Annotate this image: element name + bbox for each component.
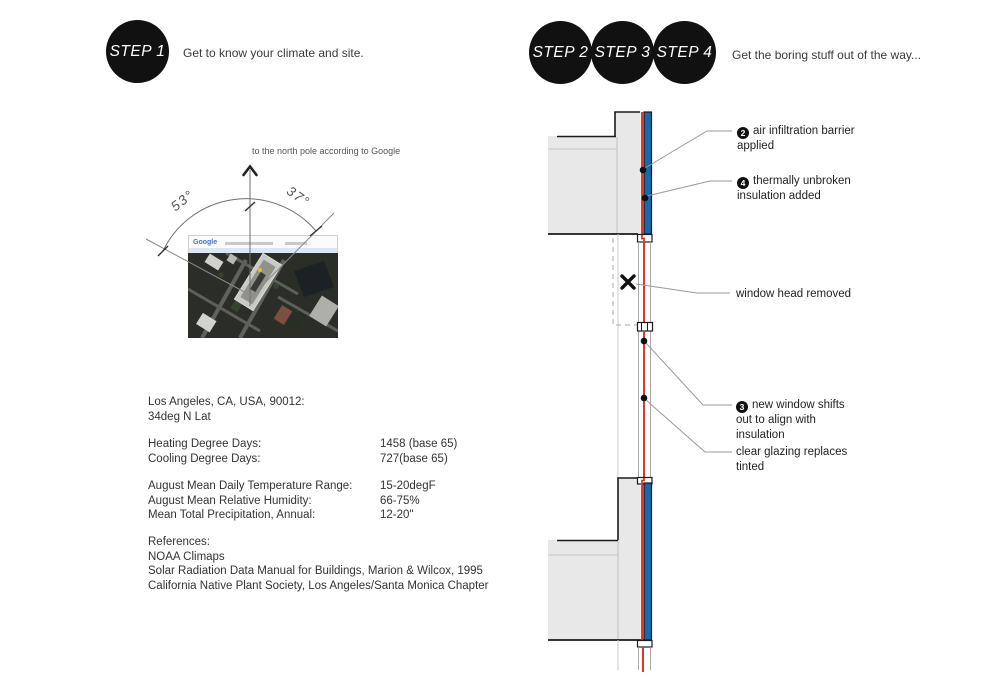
below-sill-lines: [617, 640, 651, 672]
map-marker-dot: [258, 268, 262, 272]
reference-item: Solar Radiation Data Manual for Building…: [148, 565, 483, 577]
step1-badge: STEP 1: [106, 20, 169, 83]
steps234-caption: Get the boring stuff out of the way...: [732, 48, 921, 62]
annotation-text: clear glazing replaces: [736, 446, 848, 458]
insulation-upper: [643, 111, 653, 235]
wall-upper: [548, 111, 640, 235]
row-label: Mean Total Precipitation, Annual:: [148, 509, 316, 521]
annotation-glazing: clear glazing replaces tinted: [736, 445, 847, 474]
annotation-new-window: 3 new window shifts out to align with ins…: [736, 398, 845, 442]
annotation-text: applied: [737, 140, 775, 153]
latitude-line: 34deg N Lat: [148, 410, 211, 423]
step3-label: STEP 3: [594, 43, 651, 61]
row-value: 12-20": [380, 509, 414, 521]
annotation-text: tinted: [736, 460, 765, 473]
window-head-notch: [636, 233, 653, 243]
sill-notch-bottom: [636, 639, 653, 648]
aerial-map-graphic: [187, 251, 339, 339]
window-joint: [636, 321, 654, 332]
north-pole-label: to the north pole according to Google: [252, 146, 401, 156]
chrome-text-bar: [225, 242, 273, 245]
annotation-air-barrier: 2 air infiltration barrier applied: [737, 124, 855, 154]
location-line: Los Angeles, CA, USA, 90012:: [148, 396, 305, 408]
row-label: August Mean Daily Temperature Range:: [148, 480, 353, 492]
step1-label: STEP 1: [109, 42, 166, 60]
step4-badge: STEP 4: [653, 21, 716, 84]
row-label: Heating Degree Days:: [148, 438, 262, 450]
number-badge-2: 2: [737, 127, 749, 140]
aerial-map: [187, 251, 339, 339]
annotation-text: air infiltration barrier: [753, 125, 855, 137]
step2-label: STEP 2: [532, 43, 589, 61]
wall-lower: [548, 477, 652, 641]
removed-x-mark: [620, 274, 636, 290]
references-title: References:: [148, 536, 211, 548]
row-value: 66-75%: [380, 494, 420, 507]
row-value: 727(base 65): [380, 452, 448, 465]
old-window-dashed-outline: [612, 238, 637, 326]
row-value: 1458 (base 65): [380, 438, 458, 450]
annotation-text: insulation: [736, 428, 785, 441]
number-badge-3: 3: [736, 401, 748, 414]
chrome-text-bar: [285, 242, 307, 245]
leader-lines: [635, 130, 732, 453]
annotation-text: out to align with: [736, 414, 816, 427]
step2-badge: STEP 2: [529, 21, 592, 84]
step3-badge: STEP 3: [591, 21, 654, 84]
row-label: Cooling Degree Days:: [148, 452, 261, 465]
number-badge-4: 4: [737, 177, 749, 190]
annotation-insulation: 4 thermally unbroken insulation added: [737, 174, 851, 204]
annotation-window-head: window head removed: [736, 287, 851, 302]
reference-item: California Native Plant Society, Los Ang…: [148, 579, 489, 592]
browser-chrome: Google: [188, 235, 338, 248]
annotation-text: new window shifts: [752, 399, 845, 411]
reference-item: NOAA Climaps: [148, 550, 225, 563]
step1-caption: Get to know your climate and site.: [183, 46, 364, 60]
angle-right-label: 37°: [283, 183, 313, 210]
leader-dots: [639, 166, 649, 402]
row-value: 15-20degF: [380, 480, 436, 492]
angle-left-label: 53°: [168, 186, 197, 215]
step4-label: STEP 4: [656, 43, 713, 61]
aerial-photo: Google: [187, 235, 339, 339]
row-label: August Mean Relative Humidity:: [148, 494, 312, 507]
sill-notch-top: [636, 476, 653, 485]
insulation-lower: [643, 482, 653, 641]
annotation-text: window head removed: [736, 288, 852, 300]
google-logo: Google: [193, 239, 218, 246]
window-region: [612, 234, 654, 478]
annotation-text: insulation added: [737, 190, 821, 203]
annotation-text: thermally unbroken: [753, 175, 851, 187]
